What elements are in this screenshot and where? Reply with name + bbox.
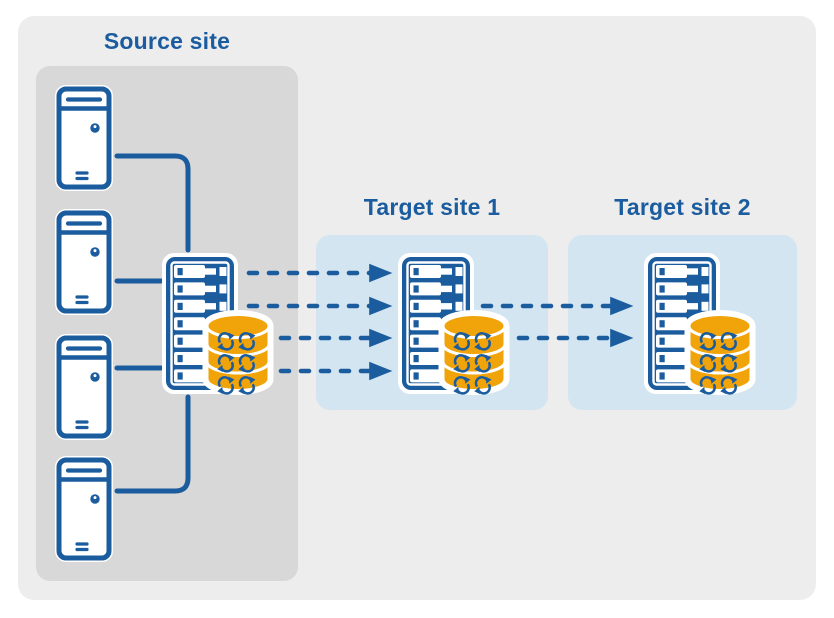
source-server-database-icon [161,252,273,395]
workstation-3-icon [54,333,114,441]
target2-server-database-icon [643,252,755,395]
source-site-label: Source site [103,28,231,54]
workstation-1-icon [54,84,114,192]
workstation-link-lines [114,153,191,494]
workstation-4-icon [54,455,114,563]
target-site-1-label: Target site 1 [363,194,501,220]
target-site-2-label: Target site 2 [614,194,751,220]
target1-server-database-icon [397,252,509,395]
replication-arrows [246,263,634,381]
workstation-2-icon [54,208,114,316]
